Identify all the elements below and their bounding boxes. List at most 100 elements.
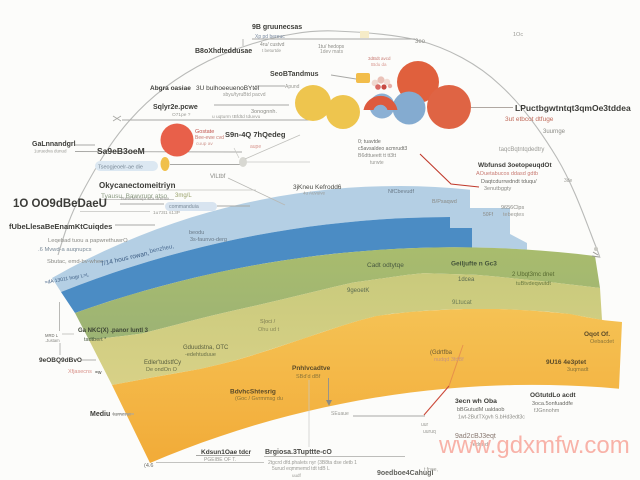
svg-text:(Gdrtfba: (Gdrtfba	[430, 350, 453, 356]
svg-text:SEuaue: SEuaue	[331, 411, 349, 417]
svg-text:Tednnd: Tednnd	[470, 442, 488, 448]
svg-text:3mg/L: 3mg/L	[175, 193, 192, 199]
svg-text:3onognnh.: 3onognnh.	[251, 109, 277, 115]
svg-text:Bee-ewe cvd: Bee-ewe cvd	[195, 135, 224, 141]
svg-text:.6 Mvwd-a auqnupcs: .6 Mvwd-a auqnupcs	[38, 247, 92, 253]
svg-text:3oca.5onfuaddfe: 3oca.5onfuaddfe	[532, 401, 573, 407]
svg-text:Daqtcdurrwdndt tduqu/: Daqtcdurrwdndt tduqu/	[481, 179, 537, 185]
svg-text:9U16 4e3ptet: 9U16 4e3ptet	[546, 359, 587, 366]
svg-text:1dev mats: 1dev mats	[320, 49, 344, 55]
svg-text:uudf: uudf	[292, 473, 302, 478]
svg-text:commanduia: commanduia	[169, 204, 199, 210]
svg-text:B8oXhdteddusae: B8oXhdteddusae	[195, 48, 252, 55]
svg-text:SeoBTandmus: SeoBTandmus	[270, 71, 319, 78]
svg-text:cuup av: cuup av	[196, 142, 213, 147]
svg-text:Sa9eB3oeM: Sa9eB3oeM	[97, 146, 145, 156]
svg-text:3dBdt avcd: 3dBdt avcd	[368, 56, 391, 61]
svg-text:MRD L: MRD L	[45, 333, 59, 338]
svg-text:uuruq: uuruq	[423, 429, 436, 435]
svg-text:lumene: lumene	[113, 412, 131, 418]
svg-text:Gostate: Gostate	[195, 129, 214, 135]
svg-text:t fnoe,: t fnoe,	[424, 467, 438, 473]
svg-text:3ut etbcot dtfuge: 3ut etbcot dtfuge	[505, 116, 554, 123]
svg-text:3enutbggty: 3enutbggty	[484, 186, 511, 192]
svg-text:2tgcrd dfd.phalets nyr (3B8ta: 2tgcrd dfd.phalets nyr (3B8ta dse detb 1	[268, 460, 357, 466]
svg-text:BdvhcShtesrig: BdvhcShtesrig	[230, 389, 276, 396]
svg-text:(Goc / Gvrmmsg du: (Goc / Gvrmmsg du	[235, 396, 283, 402]
svg-text:Leqebad tuou a papwrethuwrO: Leqebad tuou a papwrethuwrO	[48, 238, 128, 244]
svg-text:VlLtbf: VlLtbf	[210, 174, 226, 180]
svg-text:B6dttueett tt tt3tt: B6dttueett tt tt3tt	[358, 153, 397, 159]
svg-text:t beturtde: t beturtde	[262, 48, 282, 53]
svg-text:sbyu/tyruBtd pacvd: sbyu/tyruBtd pacvd	[223, 92, 266, 98]
svg-text:PGEIBE OF T.: PGEIBE OF T.	[204, 457, 236, 463]
svg-text:0; tuavtde: 0; tuavtde	[358, 139, 381, 145]
svg-text:1O OO9dBeDaeU: 1O OO9dBeDaeU	[13, 198, 107, 210]
svg-text:Xp pd bereuc: Xp pd bereuc	[255, 34, 285, 40]
svg-text:LPuctbgwtntqt3qmOe3tddea: LPuctbgwtntqt3qmOe3tddea	[515, 103, 631, 113]
svg-text:taqcBqtntqdedtry: taqcBqtntqdedtry	[499, 147, 544, 153]
svg-text:B/Psaqwd: B/Psaqwd	[432, 199, 457, 205]
svg-text:S9n-4Q 7hQedeg: S9n-4Q 7hQedeg	[225, 130, 286, 139]
svg-text:1tu/ hedops: 1tu/ hedops	[318, 44, 345, 50]
svg-text:Tseedehaqtr sta urerse: Tseedehaqtr sta urerse	[120, 196, 169, 202]
svg-text:Edler'tudstfCy: Edler'tudstfCy	[144, 360, 181, 366]
svg-text:9ad2cBJ3eqt: 9ad2cBJ3eqt	[455, 433, 496, 440]
svg-text:1dcea: 1dcea	[458, 277, 475, 283]
svg-text:1u73t1 s13P: 1u73t1 s13P	[153, 210, 180, 216]
svg-text:1Oc: 1Oc	[513, 32, 523, 38]
svg-text:De ondOn O: De ondOn O	[146, 367, 178, 373]
svg-text:Ga NKC(X) .panor luntl 3: Ga NKC(X) .panor luntl 3	[78, 328, 149, 334]
svg-text:3eo: 3eo	[415, 39, 426, 45]
svg-text:GaLnnandgrl: GaLnnandgrl	[32, 141, 76, 148]
svg-text:3uqmadt: 3uqmadt	[567, 367, 589, 373]
svg-text:aupe: aupe	[250, 144, 261, 150]
svg-text:3s-faunvo-derg: 3s-faunvo-derg	[190, 237, 227, 243]
svg-text:Tseogjeoelr-ae die: Tseogjeoelr-ae die	[98, 165, 143, 171]
svg-text:=w: =w	[95, 370, 102, 376]
svg-text:Oqot Of.: Oqot Of.	[584, 331, 610, 338]
svg-text:3uurnge: 3uurnge	[543, 129, 566, 135]
svg-text:Apund: Apund	[285, 84, 300, 90]
svg-text:bBGutudM ualdaob: bBGutudM ualdaob	[457, 407, 504, 413]
svg-text:9656Clps: 9656Clps	[501, 205, 524, 211]
svg-text:c5avsaldeo acmrudt3: c5avsaldeo acmrudt3	[358, 146, 407, 152]
svg-text:(4.6: (4.6	[144, 463, 153, 469]
svg-text:NfCbevudf: NfCbevudf	[388, 189, 414, 195]
svg-text:Geiljufte n Gc3: Geiljufte n Gc3	[451, 261, 497, 268]
svg-text:AOuetabucos ddasd gdtb: AOuetabucos ddasd gdtb	[476, 171, 538, 177]
svg-text:Mediu: Mediu	[90, 411, 110, 418]
svg-text:Brgiosa.3Tupttte-cO: Brgiosa.3Tupttte-cO	[265, 449, 332, 456]
svg-text:www.gdxmfw.com: www.gdxmfw.com	[438, 432, 630, 459]
svg-text:9B gruunecsas: 9B gruunecsas	[252, 24, 302, 31]
svg-text:u uqturm tBfdtd tduvvu: u uqturm tBfdtd tduvvu	[212, 114, 261, 120]
svg-text:Okycanectomeitriyn: Okycanectomeitriyn	[99, 181, 176, 190]
svg-text:Cadt odtytqe: Cadt odtytqe	[367, 262, 404, 269]
svg-text:tadtbert *: tadtbert *	[84, 337, 107, 343]
svg-text:1wt-2ButTXgvh S.bHd3edt3c: 1wt-2ButTXgvh S.bHd3edt3c	[458, 415, 525, 421]
svg-text:SBd'd dBf: SBd'd dBf	[296, 374, 321, 380]
svg-text:5urud eqmmemd tdt tdB L: 5urud eqmmemd tdt tdB L	[272, 466, 330, 472]
svg-text:Xfjasecns: Xfjasecns	[68, 369, 92, 375]
svg-text:Oebacdet: Oebacdet	[590, 339, 614, 345]
svg-text:Tyausu. Bawvrupr atso: Tyausu. Bawvrupr atso	[101, 193, 167, 200]
svg-text:2 Ubqt3mc dnet: 2 Ubqt3mc dnet	[512, 272, 555, 278]
svg-text:turwte: turwte	[370, 160, 384, 166]
svg-text:4ru/ custvd: 4ru/ custvd	[260, 42, 285, 48]
svg-text:S|oci /: S|oci /	[260, 319, 276, 325]
svg-text:tebeqtes: tebeqtes	[503, 212, 524, 218]
svg-text:Ohu ud t: Ohu ud t	[258, 327, 280, 333]
svg-text:Wbfunsd 3oetopeuqdOt: Wbfunsd 3oetopeuqdOt	[478, 162, 552, 169]
svg-text:3ecn wh Oba: 3ecn wh Oba	[455, 398, 497, 405]
svg-text:fJGnnohm: fJGnnohm	[534, 408, 560, 414]
svg-text:uur: uur	[421, 422, 429, 428]
svg-text:benzheu,: benzheu,	[149, 244, 175, 255]
svg-text:4u Auvuive: 4u Auvuive	[303, 191, 326, 196]
svg-text:Gduudstna, OTC: Gduudstna, OTC	[183, 345, 229, 351]
svg-text:OGtutdLo acdt: OGtutdLo acdt	[530, 392, 576, 399]
svg-text:3jKneu Kefrodd6: 3jKneu Kefrodd6	[293, 184, 342, 191]
svg-text:9oedboe4Cahugl: 9oedboe4Cahugl	[377, 470, 433, 477]
svg-text:Kdsun1Oae tdcr: Kdsun1Oae tdcr	[201, 449, 252, 456]
svg-text:tuBtvdeqwutdt: tuBtvdeqwutdt	[516, 281, 551, 287]
svg-text:beodu: beodu	[189, 230, 204, 236]
